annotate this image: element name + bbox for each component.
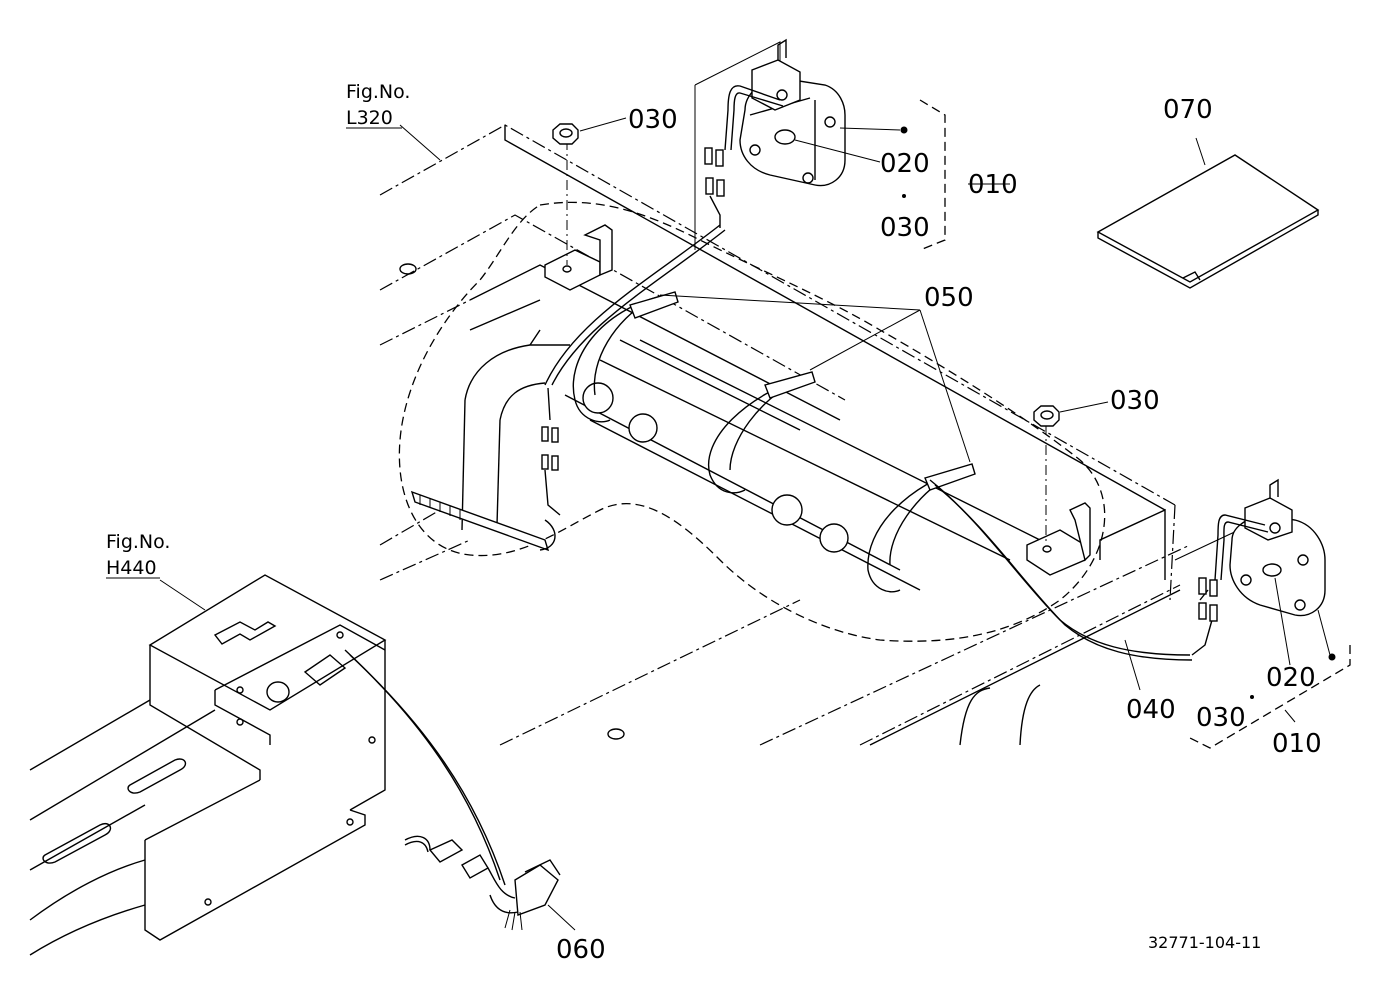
cable-tie-clip-3 (924, 463, 976, 491)
knob-2 (628, 413, 658, 443)
callout-070: 070 (1163, 95, 1213, 125)
callout-030: 030 (1196, 703, 1246, 733)
connectors-left (541, 426, 559, 471)
knob-1 (582, 382, 614, 414)
callout-050: 050 (924, 283, 974, 313)
callout-060: 060 (556, 935, 606, 965)
marker-dot (902, 194, 906, 198)
figure-ref-title: Fig.No. (106, 531, 170, 553)
callout-020: 020 (1266, 663, 1316, 693)
switch-unit-right (1174, 478, 1326, 622)
group-bracket-top (919, 99, 946, 251)
callout-010: 010 (1272, 729, 1322, 759)
cable-tie-clip-2 (764, 371, 816, 399)
switch-unit-top (694, 38, 846, 250)
cable-tie-clip-4 (410, 490, 550, 552)
marker-dot (1328, 653, 1336, 661)
figure-ref-number: H440 (106, 557, 157, 579)
marker-dot (1250, 695, 1254, 699)
figure-ref-title: Fig.No. (346, 81, 410, 103)
drawing-number: 32771-104-11 (1148, 933, 1261, 952)
callout-030: 030 (880, 213, 930, 243)
wire-connector-060 (344, 649, 561, 931)
bracket-right (1026, 425, 1091, 576)
figure-ref-l320: Fig.No. L320 (346, 81, 410, 129)
callout-010: 010 (968, 170, 1018, 200)
callout-030: 030 (1110, 386, 1160, 416)
figure-ref-h440: Fig.No. H440 (106, 531, 170, 579)
wire-harness (544, 224, 1213, 661)
knob-4 (819, 523, 849, 553)
heater-cylinder (564, 339, 1041, 591)
leader-lines (159, 117, 1331, 931)
callout-040: 040 (1126, 695, 1176, 725)
manual-booklet (1096, 154, 1320, 289)
group-bracket-bottom (1189, 645, 1351, 749)
figure-ref-number: L320 (346, 107, 393, 129)
cable-tie-clip-1 (629, 291, 679, 319)
marker-dot (900, 126, 908, 134)
frame-outline (379, 124, 1191, 746)
mounting-bracket (29, 574, 387, 956)
cutaway-outline (398, 201, 1106, 642)
exhaust-pipe (461, 264, 841, 531)
callout-020: 020 (880, 149, 930, 179)
bracket-left (544, 140, 613, 291)
nut-030-right (1033, 405, 1060, 427)
callout-030: 030 (628, 105, 678, 135)
nut-030-top (552, 123, 579, 145)
cable-ties (410, 291, 976, 593)
knob-3 (771, 494, 803, 526)
